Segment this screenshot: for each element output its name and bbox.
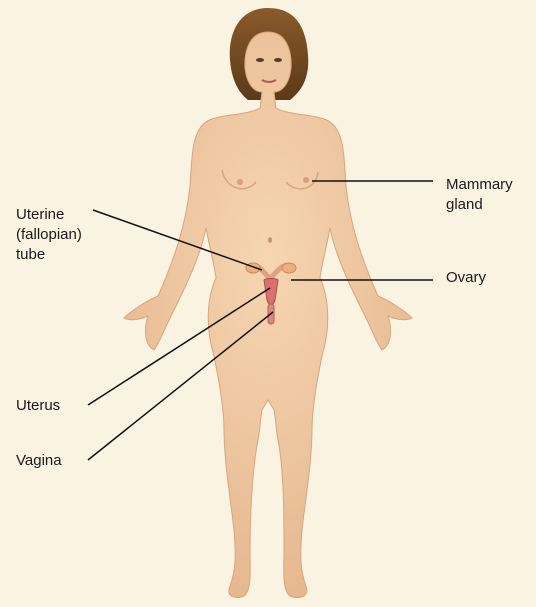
uterus-label: Uterus (16, 396, 60, 416)
tube-line1: Uterine (16, 205, 82, 225)
navel (268, 237, 272, 243)
tube-line2: (fallopian) (16, 225, 82, 245)
vagina-label: Vagina (16, 451, 62, 471)
tube-line3: tube (16, 245, 82, 265)
right-eye (274, 58, 282, 62)
uterus-text: Uterus (16, 396, 60, 416)
ovary-text: Ovary (446, 268, 486, 288)
right-ovary (282, 263, 296, 273)
left-nipple (237, 179, 243, 185)
mammary-line2: gland (446, 195, 513, 215)
right-nipple (303, 177, 309, 183)
vagina-text: Vagina (16, 451, 62, 471)
mammary-line1: Mammary (446, 175, 513, 195)
left-eye (256, 58, 264, 62)
fallopian-tube-label: Uterine (fallopian) tube (16, 205, 82, 265)
mammary-gland-label: Mammary gland (446, 175, 513, 215)
ovary-label: Ovary (446, 268, 486, 288)
